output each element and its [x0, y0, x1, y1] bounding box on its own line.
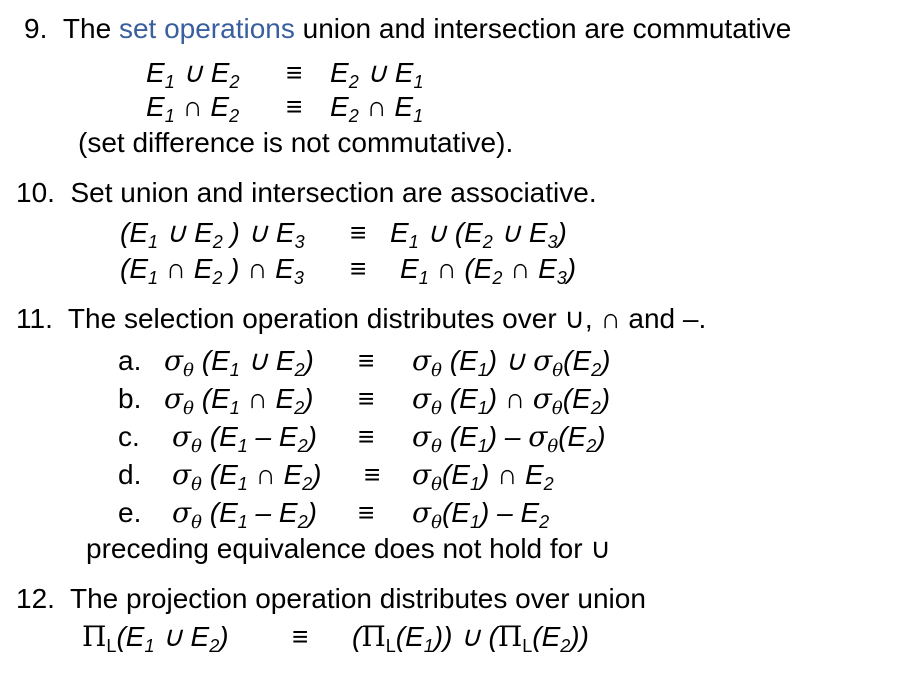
item-11-sub-c-lhs: σθ (E1 – E2) — [172, 420, 317, 457]
item-12-text: The projection operation distributes ove… — [70, 583, 646, 614]
item-11-sub-e-op: ≡ — [358, 497, 375, 528]
item-9-eq-1-rhs: E2 ∪ E1 — [330, 57, 424, 92]
item-10-heading: 10. Set union and intersection are assoc… — [16, 176, 597, 210]
item-11-sub-e-rhs: σθ(E1) – E2 — [412, 496, 550, 533]
item-11-sub-c-rhs: σθ (E1) – σθ(E2) — [412, 420, 606, 457]
item-12-eq-1-rhs: (ΠL(E1)) ∪ (ΠL(E2)) — [352, 620, 589, 656]
item-11-sub-d-lhs: σθ (E1 ∩ E2) — [172, 458, 322, 495]
item-10-eq-1-op: ≡ — [350, 217, 367, 248]
item-11-text: The selection operation distributes over… — [67, 303, 707, 334]
item-9-heading: 9. The set operations union and intersec… — [24, 12, 791, 46]
item-9-eq-2-rhs: E2 ∩ E1 — [330, 91, 424, 126]
item-10-eq-2: (E1 ∩ E2 ) ∩ E3 ≡ E1 ∩ (E2 ∩ E3) — [120, 252, 577, 288]
item-12-eq-1-lhs: ΠL(E1 ∪ E2) — [82, 620, 229, 656]
item-10-number: 10. — [16, 177, 55, 208]
item-11-sub-c-op: ≡ — [358, 421, 375, 452]
item-11-sub-a-label: a. — [118, 345, 142, 376]
set-operations-link[interactable]: set operations — [118, 13, 295, 44]
item-9-eq-2: E1 ∩ E2 ≡ E2 ∩ E1 — [146, 90, 424, 126]
item-9-eq-1-lhs: E1 ∪ E2 — [146, 57, 240, 92]
item-11-sub-a: a. σθ (E1 ∪ E2) ≡ σθ (E1) ∪ σθ(E2) — [118, 344, 611, 381]
item-9-eq-2-op: ≡ — [286, 91, 303, 122]
item-9-eq-1-op: ≡ — [286, 57, 303, 88]
item-11-sub-d-op: ≡ — [364, 459, 381, 490]
item-11-sub-b-op: ≡ — [358, 383, 375, 414]
item-11-sub-d: d. σθ (E1 ∩ E2) ≡ σθ(E1) ∩ E2 — [118, 458, 554, 495]
item-11-sub-d-rhs: σθ(E1) ∩ E2 — [412, 458, 554, 495]
item-10-eq-2-rhs: E1 ∩ (E2 ∩ E3) — [400, 253, 577, 288]
item-10-text: Set union and intersection are associati… — [70, 177, 597, 208]
item-9-eq-1: E1 ∪ E2 ≡ E2 ∪ E1 — [146, 56, 424, 92]
item-10-eq-1-rhs: E1 ∪ (E2 ∪ E3) — [390, 217, 567, 252]
item-11-number: 11. — [16, 303, 53, 334]
item-11-sub-e-label: e. — [118, 497, 142, 528]
item-11-sub-a-rhs: σθ (E1) ∪ σθ(E2) — [412, 344, 611, 381]
item-11-sub-b-label: b. — [118, 383, 142, 414]
item-11-sub-b-rhs: σθ (E1) ∩ σθ(E2) — [412, 382, 611, 419]
item-11-sub-b-lhs: σθ (E1 ∩ E2) — [164, 382, 314, 419]
item-10-eq-1: (E1 ∪ E2 ) ∪ E3 ≡ E1 ∪ (E2 ∪ E3) — [120, 216, 567, 252]
item-10-eq-2-lhs: (E1 ∩ E2 ) ∩ E3 — [120, 253, 304, 288]
item-12-eq-1-op: ≡ — [292, 621, 309, 652]
item-11-sub-d-label: d. — [118, 459, 142, 490]
item-11-sub-e-lhs: σθ (E1 – E2) — [172, 496, 317, 533]
item-11-sub-c: c. σθ (E1 – E2) ≡ σθ (E1) – σθ(E2) — [118, 420, 606, 457]
item-9-number: 9. — [24, 13, 48, 44]
item-11-sub-b: b. σθ (E1 ∩ E2) ≡ σθ (E1) ∩ σθ(E2) — [118, 382, 611, 419]
item-11-sub-a-lhs: σθ (E1 ∪ E2) — [164, 344, 314, 381]
item-12-number: 12. — [16, 583, 55, 614]
item-11-heading: 11. The selection operation distributes … — [16, 302, 706, 336]
item-9-text-pre: The — [62, 13, 119, 44]
item-12-heading: 12. The projection operation distributes… — [16, 582, 646, 616]
item-11-sub-e: e. σθ (E1 – E2) ≡ σθ(E1) – E2 — [118, 496, 550, 533]
item-10-eq-2-op: ≡ — [350, 253, 367, 284]
item-9-note: (set difference is not commutative). — [78, 127, 514, 158]
item-12-eq-1: ΠL(E1 ∪ E2) ≡ (ΠL(E1)) ∪ (ΠL(E2)) — [82, 620, 589, 656]
item-9-eq-2-lhs: E1 ∩ E2 — [146, 91, 240, 126]
item-11-sub-c-label: c. — [118, 421, 140, 452]
item-11-sub-a-op: ≡ — [358, 345, 375, 376]
item-9-text-post: union and intersection are commutative — [294, 13, 792, 44]
item-10-eq-1-lhs: (E1 ∪ E2 ) ∪ E3 — [120, 217, 305, 252]
item-11-note: preceding equivalence does not hold for … — [86, 533, 611, 564]
